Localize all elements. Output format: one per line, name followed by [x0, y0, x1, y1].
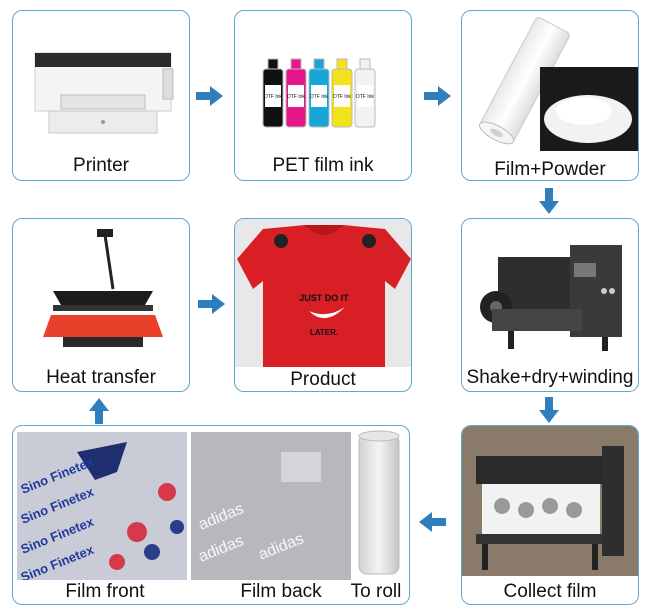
- ink-bottle-label: DTF Ink: [356, 94, 374, 100]
- ink-bottle-label: DTF Ink: [287, 94, 305, 100]
- ink-bottle: DTF Ink: [308, 58, 330, 128]
- ink-bottle: DTF Ink: [285, 58, 307, 128]
- ink-bottle: DTF Ink: [262, 58, 284, 128]
- ink-bottle-label: DTF Ink: [264, 94, 282, 100]
- arrow-down-2: [539, 397, 559, 423]
- ink-bottles-image: DTF Ink DTF Ink DTF Ink DTF Ink DTF Ink: [262, 58, 376, 128]
- printer-image: [34, 52, 174, 134]
- step-label-to-roll: To roll: [350, 581, 402, 602]
- tshirt-image: JUST DO IT LATER.: [235, 219, 411, 367]
- step-film-group: Sino Finetex Sino Finetex Sino Finetex S…: [12, 425, 410, 605]
- step-label-heat-transfer: Heat transfer: [46, 367, 156, 388]
- step-label-printer: Printer: [73, 155, 129, 176]
- ink-bottle-label: DTF Ink: [333, 94, 351, 100]
- tshirt-text-line1: JUST DO IT: [299, 293, 349, 303]
- step-label-collect-film: Collect film: [503, 581, 597, 602]
- ink-bottle-label: DTF Ink: [310, 94, 328, 100]
- film-front-image: Sino Finetex Sino Finetex Sino Finetex S…: [17, 432, 187, 580]
- step-label-film-powder: Film+Powder: [494, 159, 606, 180]
- step-label-ink: PET film ink: [272, 155, 374, 176]
- step-product: JUST DO IT LATER. Product: [234, 218, 412, 392]
- tshirt-text-line2: LATER.: [310, 328, 338, 337]
- collect-printer-image: [462, 426, 638, 576]
- step-film-powder: Film+Powder: [461, 10, 639, 181]
- arrow-right-1: [196, 86, 223, 106]
- shaker-machine-image: [480, 245, 622, 351]
- arrow-left-1: [419, 512, 446, 532]
- film-back-image: adidas adidas adidas: [191, 432, 351, 580]
- arrow-down-1: [539, 188, 559, 214]
- heat-press-image: [43, 229, 163, 347]
- step-shake: Shake+dry+winding: [461, 218, 639, 392]
- film-powder-image: [478, 17, 638, 151]
- step-label-product: Product: [290, 369, 356, 390]
- step-label-film-back: Film back: [240, 581, 322, 602]
- step-printer: Printer: [12, 10, 190, 181]
- step-label-shake: Shake+dry+winding: [466, 367, 634, 388]
- step-label-film-front: Film front: [65, 581, 145, 602]
- arrow-right-2: [424, 86, 451, 106]
- ink-bottle: DTF Ink: [354, 58, 376, 128]
- step-ink: DTF Ink DTF Ink DTF Ink DTF Ink DTF Ink PET …: [234, 10, 412, 181]
- arrow-left-2: [198, 294, 225, 314]
- ink-bottle: DTF Ink: [331, 58, 353, 128]
- arrow-up-1: [89, 398, 109, 424]
- film-roll-image: [358, 430, 400, 575]
- step-heat-transfer: Heat transfer: [12, 218, 190, 392]
- step-collect-film: Collect film: [461, 425, 639, 605]
